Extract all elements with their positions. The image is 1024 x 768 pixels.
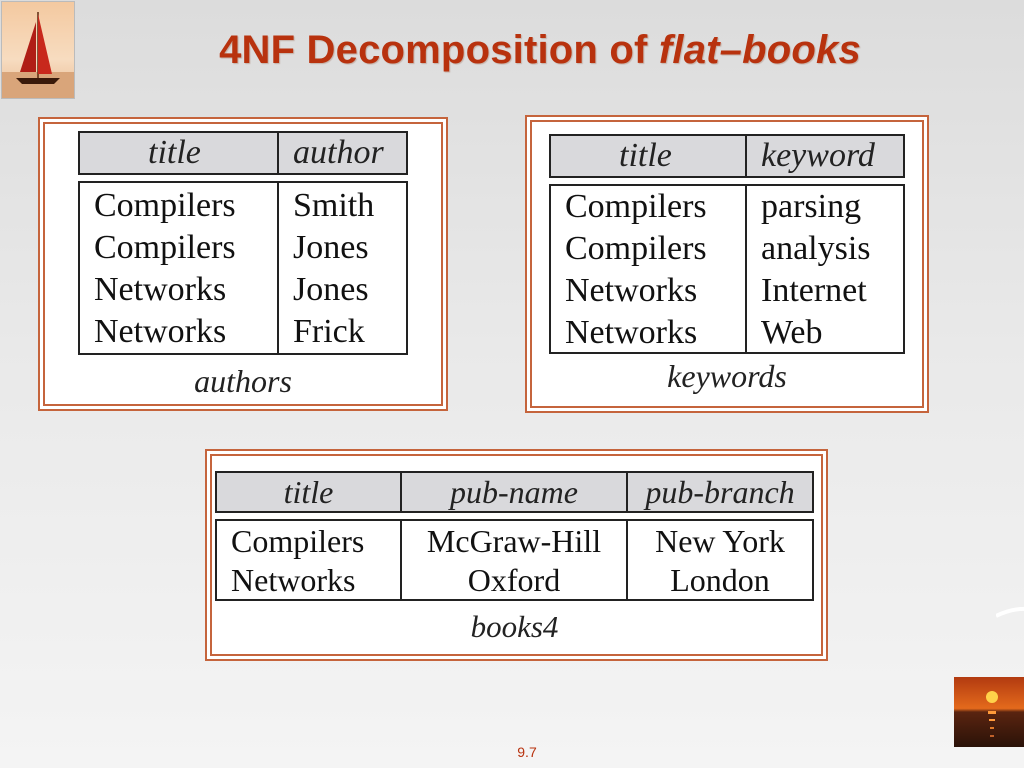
books4-caption: books4 xyxy=(470,609,559,644)
table-cell: parsing xyxy=(761,188,862,225)
books4-header-pub-name: pub-name xyxy=(402,473,628,511)
keywords-header-keyword: keyword xyxy=(761,137,875,174)
authors-frame: title author Compilers Compilers Network… xyxy=(38,117,448,411)
books4-frame: title pub-name pub-branch Compilers Netw… xyxy=(205,449,828,661)
table-cell: Oxford xyxy=(467,562,561,598)
authors-header-title: title xyxy=(80,133,279,173)
authors-col-author: Smith Jones Jones Frick xyxy=(279,183,406,353)
books4-header-title: title xyxy=(217,473,402,511)
books4-col-title: Compilers Networks xyxy=(217,521,402,599)
sailboat-icon xyxy=(2,2,74,98)
table-cell: London xyxy=(670,562,770,598)
books4-col-pub-branch: New York London xyxy=(628,521,812,599)
sunset-logo xyxy=(954,677,1024,747)
authors-col-title: Compilers Compilers Networks Networks xyxy=(80,183,279,353)
table-cell: Networks xyxy=(565,314,698,351)
books4-relation: title pub-name pub-branch Compilers Netw… xyxy=(215,471,814,651)
table-cell: Compilers xyxy=(565,188,707,225)
authors-header-author: author xyxy=(293,134,384,171)
keywords-col-keyword: parsing analysis Internet Web xyxy=(747,186,903,352)
table-cell: Networks xyxy=(565,272,698,309)
books4-col-pub-name: McGraw-Hill Oxford xyxy=(402,521,628,599)
table-cell: Compilers xyxy=(94,229,236,266)
table-cell: Compilers xyxy=(231,523,365,559)
keywords-body: Compilers Compilers Networks Networks pa… xyxy=(549,184,905,354)
keywords-caption: keywords xyxy=(667,358,787,394)
decorative-curve-icon xyxy=(996,606,1024,618)
table-cell: Jones xyxy=(293,271,369,308)
table-cell: Networks xyxy=(94,313,227,350)
slide-title: 4NF Decomposition of flat–books xyxy=(0,28,1024,73)
sailboat-logo xyxy=(1,1,75,99)
table-cell: New York xyxy=(655,523,785,559)
table-cell: Frick xyxy=(293,313,365,350)
table-cell: Networks xyxy=(94,271,227,308)
table-cell: Smith xyxy=(293,187,375,224)
books4-body: Compilers Networks McGraw-Hill Oxford Ne… xyxy=(215,519,814,601)
keywords-relation: title keyword Compilers Compilers Networ… xyxy=(549,134,905,404)
books4-header-pub-branch: pub-branch xyxy=(645,474,795,510)
authors-header-row: title author xyxy=(78,131,408,175)
authors-relation: title author Compilers Compilers Network… xyxy=(78,131,408,401)
keywords-header-row: title keyword xyxy=(549,134,905,178)
keywords-frame: title keyword Compilers Compilers Networ… xyxy=(525,115,929,413)
table-cell: Compilers xyxy=(565,230,707,267)
slide-title-italic: flat–books xyxy=(658,28,861,72)
table-cell: Jones xyxy=(293,229,369,266)
sunset-icon xyxy=(954,677,1024,747)
keywords-col-title: Compilers Compilers Networks Networks xyxy=(551,186,747,352)
table-cell: analysis xyxy=(761,230,871,267)
table-cell: Compilers xyxy=(94,187,236,224)
slide-title-main: 4NF Decomposition of xyxy=(219,28,659,72)
books4-header-row: title pub-name pub-branch xyxy=(215,471,814,513)
table-cell: McGraw-Hill xyxy=(426,523,602,559)
authors-caption: authors xyxy=(194,363,292,399)
table-cell: Networks xyxy=(231,562,356,598)
page-number: 9.7 xyxy=(517,744,537,760)
keywords-header-title: title xyxy=(551,136,747,176)
authors-body: Compilers Compilers Networks Networks Sm… xyxy=(78,181,408,355)
table-cell: Web xyxy=(761,314,823,351)
table-cell: Internet xyxy=(761,272,867,309)
